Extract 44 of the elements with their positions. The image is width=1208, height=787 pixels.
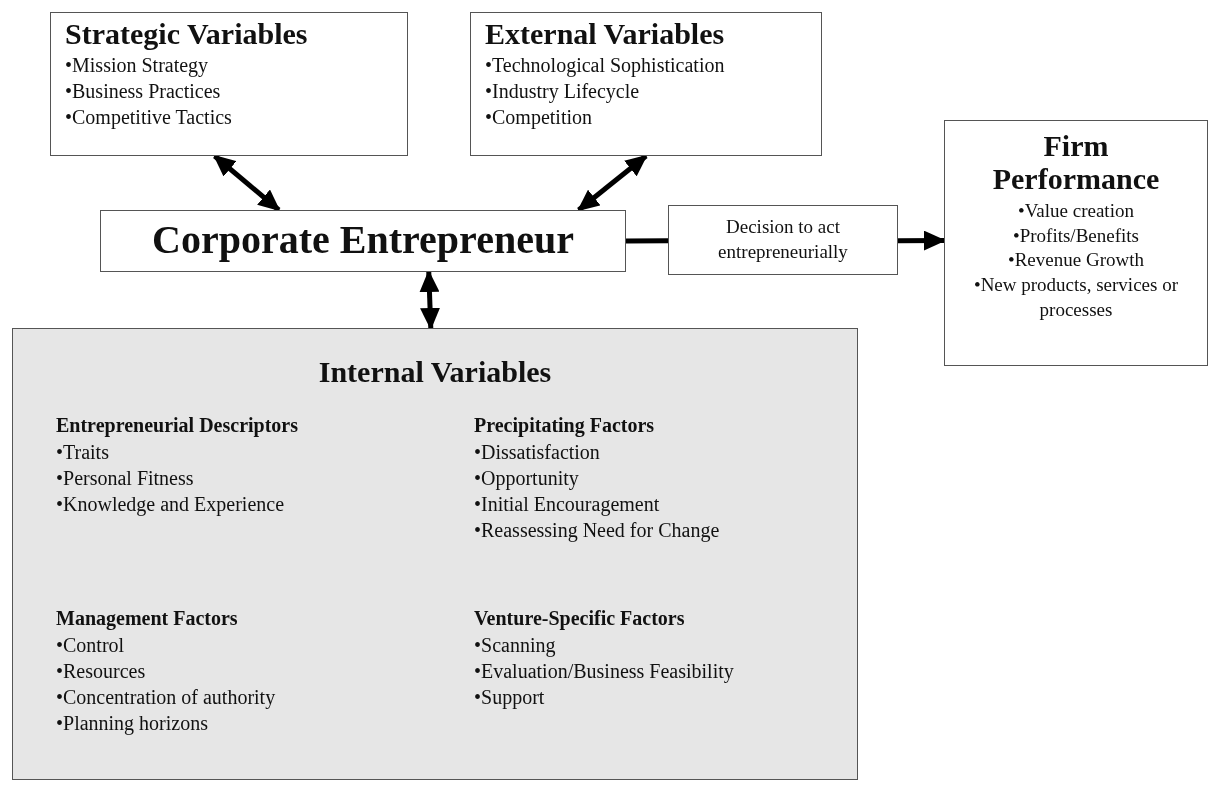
bullet-item: •Scanning <box>474 633 557 658</box>
bullet-item: •Opportunity <box>474 466 580 491</box>
panel-box <box>12 328 858 780</box>
bullet-item: •Initial Encouragement <box>474 492 661 517</box>
bullet-item: •Knowledge and Experience <box>56 492 286 517</box>
arrow <box>577 154 648 212</box>
bullet-item: •Evaluation/Business Feasibility <box>474 659 734 684</box>
section-heading: Venture-Specific Factors <box>474 606 686 632</box>
bullet-item: •Reassessing Need for Change <box>474 518 720 543</box>
text-box <box>470 12 822 156</box>
text-box <box>944 120 1208 366</box>
bullet-item: •Control <box>56 633 126 658</box>
arrow <box>213 154 281 212</box>
bullet-item: •Value creation <box>1018 199 1134 223</box>
text-box <box>668 205 898 275</box>
bullet-item: •Mission Strategy <box>65 53 209 78</box>
bullet-item: •Support <box>474 685 546 710</box>
bullet-item: •Planning horizons <box>56 711 209 736</box>
bullet-item: •Personal Fitness <box>56 466 195 491</box>
bullet-item: •New products, services or processes <box>973 273 1179 322</box>
bullet-item: •Competitive Tactics <box>65 105 232 130</box>
bullet-item: •Business Practices <box>65 79 221 104</box>
box-heading: Internal Variables <box>318 355 552 388</box>
box-label: Decision to act entrepreneurially <box>717 215 849 264</box>
bullet-item: •Traits <box>56 440 110 465</box>
text-box <box>100 210 626 272</box>
bullet-item: •Profits/Benefits <box>1013 223 1139 248</box>
bullet-item: •Dissatisfaction <box>474 440 601 465</box>
box-heading: Strategic Variables <box>65 17 308 50</box>
section-heading: Entrepreneurial Descriptors <box>56 413 298 439</box>
bullet-item: •Concentration of authority <box>56 685 276 710</box>
box-title: Corporate Entrepreneur <box>152 218 574 262</box>
text-box <box>50 12 408 156</box>
bullet-item: •Competition <box>485 105 592 130</box>
box-heading: Firm Performance <box>991 129 1161 195</box>
arrow <box>898 230 946 251</box>
box-heading: External Variables <box>485 17 725 50</box>
section-heading: Precipitating Factors <box>474 413 656 439</box>
bullet-item: •Resources <box>56 659 147 684</box>
bullet-item: •Revenue Growth <box>1008 248 1144 273</box>
bullet-item: •Industry Lifecycle <box>485 79 640 104</box>
arrow <box>419 270 441 330</box>
section-heading: Management Factors <box>56 606 239 632</box>
bullet-item: •Technological Sophistication <box>485 53 725 78</box>
